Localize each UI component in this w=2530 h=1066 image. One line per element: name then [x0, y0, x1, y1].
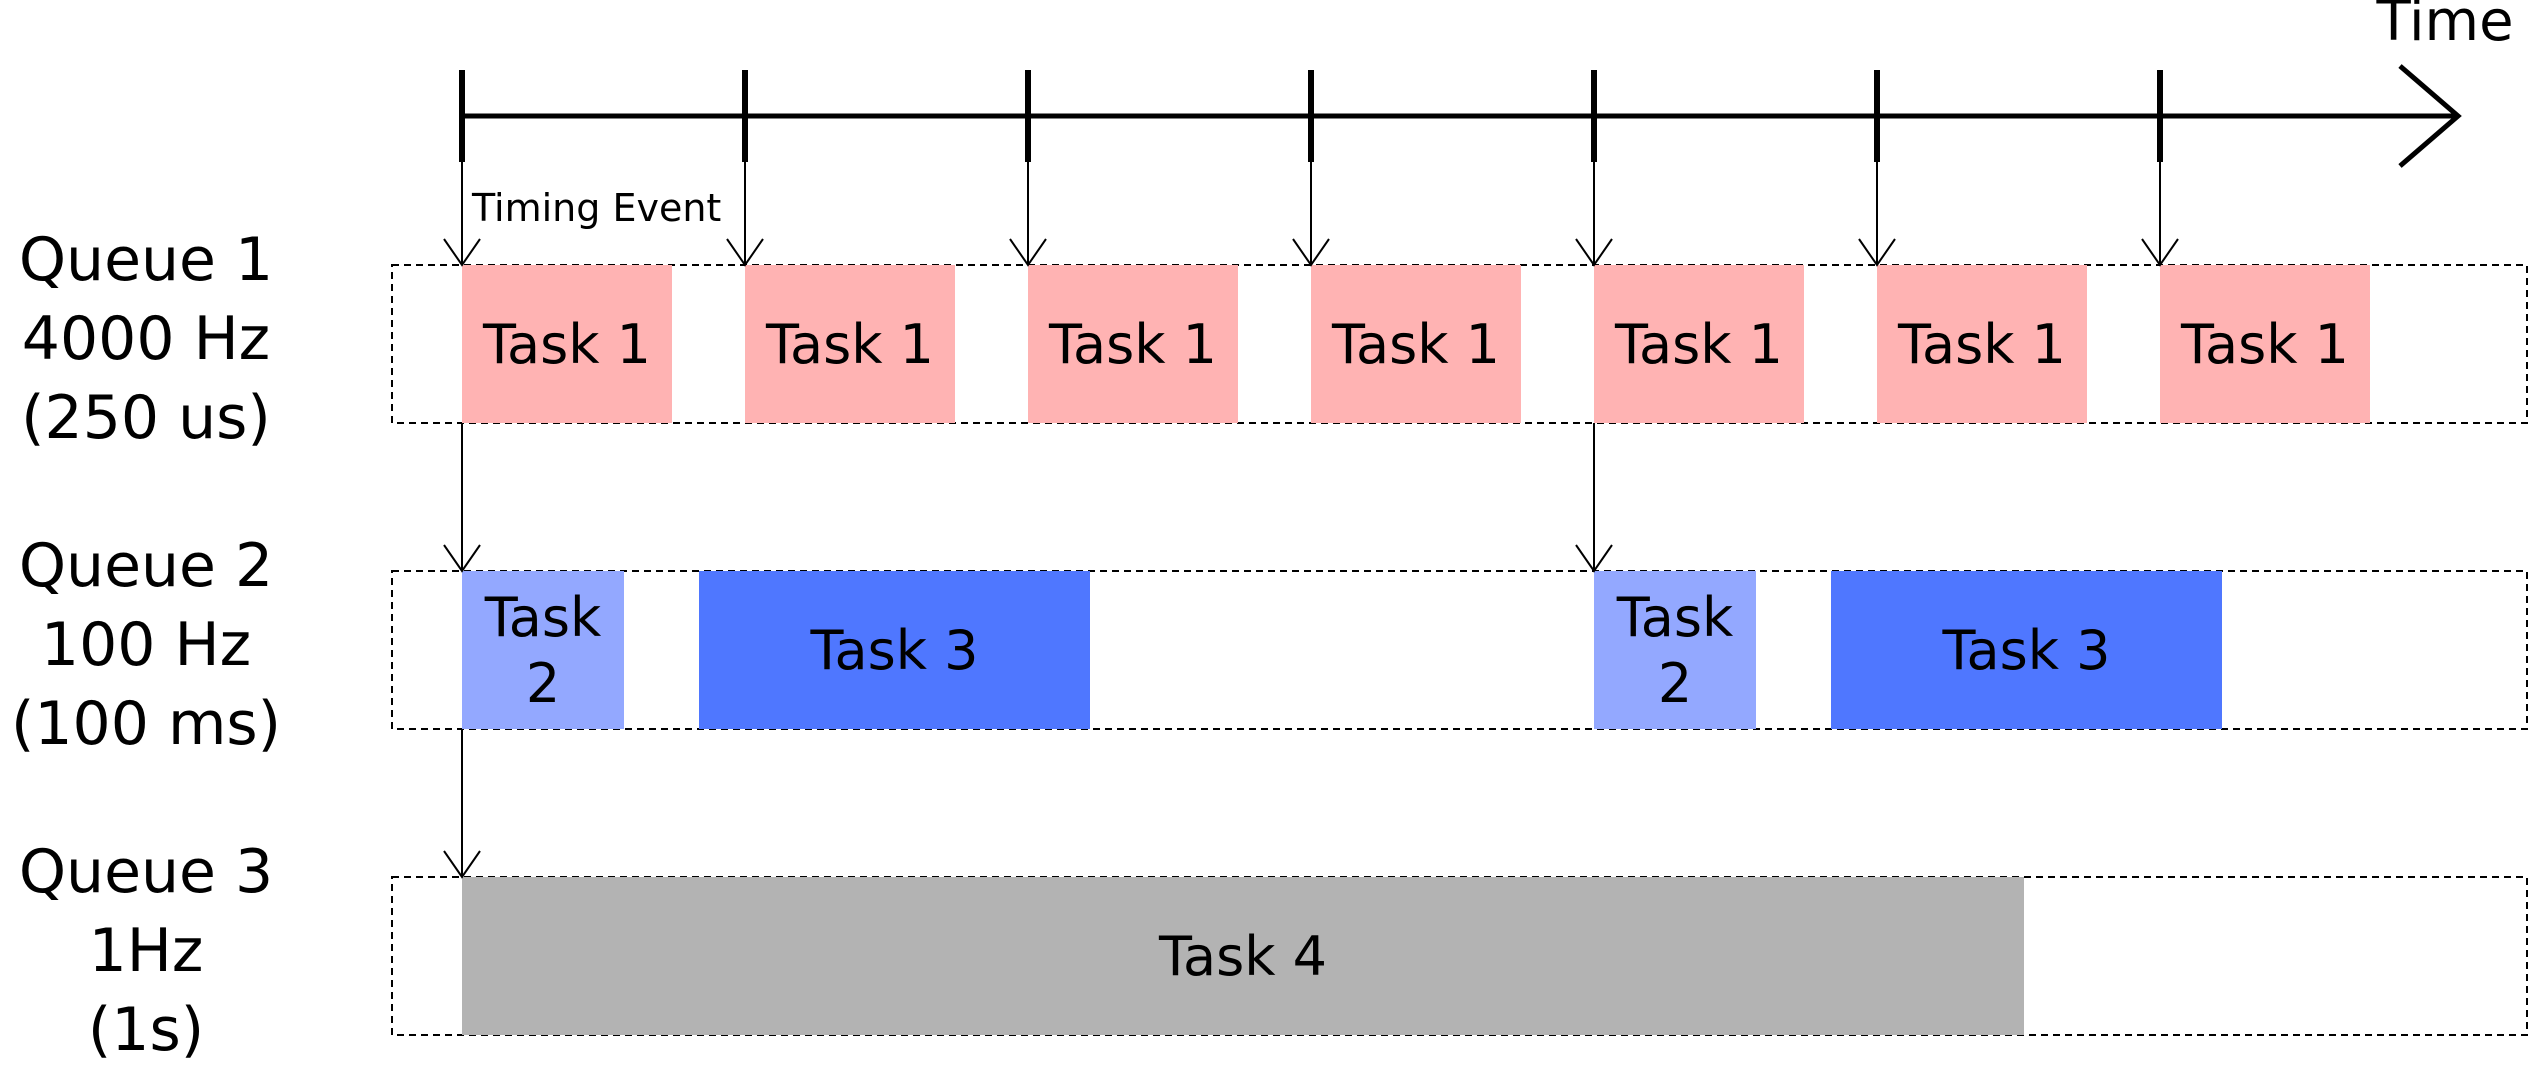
task-label: Task 3 — [1941, 619, 2110, 682]
queue-1-frequency: 4000 Hz — [22, 304, 270, 374]
queue-3-name: Queue 3 — [19, 837, 273, 907]
task-block-fill — [1028, 265, 1238, 423]
queue-3-label: Queue 3 1Hz (1s) — [19, 837, 273, 1065]
timing-event-arrow — [443, 729, 481, 879]
task-label: Task 1 — [1048, 313, 1217, 376]
task-label: Task 1 — [1614, 313, 1783, 376]
task-block-fill — [745, 265, 955, 423]
queue-2-lane — [391, 570, 2528, 730]
queue-1-label: Queue 1 4000 Hz (250 us) — [19, 225, 273, 453]
task-blocks: Task 1 Task 1 Task 1 Task 1 Task 1 Task 1 Task… — [462, 265, 2370, 1035]
time-axis-arrowhead — [2398, 64, 2462, 168]
task-block: Task 1 — [2160, 265, 2370, 423]
task-label: Task 3 — [809, 619, 978, 682]
task-block: Task 1 — [462, 265, 672, 423]
task-label: Task 4 — [1158, 925, 1327, 988]
task-block: Task 4 — [462, 877, 2024, 1035]
task-label: 2 — [526, 652, 560, 715]
timing-event-arrow — [1858, 162, 1896, 267]
task-label: Task 1 — [2180, 313, 2349, 376]
task-block-fill — [1594, 265, 1804, 423]
timing-event-arrow — [726, 162, 764, 267]
queue-2-label: Queue 2 100 Hz (100 ms) — [11, 531, 281, 759]
task-block-fill — [1311, 265, 1521, 423]
task-label: Task — [484, 586, 602, 649]
queue-3-period: (1s) — [88, 995, 204, 1065]
task-block: Task 1 — [745, 265, 955, 423]
task-block: Task 1 — [1877, 265, 2087, 423]
time-axis-label: Time — [2375, 0, 2513, 54]
task-label: Task 1 — [765, 313, 934, 376]
task-label: Task 1 — [1897, 313, 2066, 376]
task-block-fill — [2160, 265, 2370, 423]
task-block-fill — [699, 571, 1090, 729]
task-block-fill — [462, 877, 2024, 1035]
queue-1-name: Queue 1 — [19, 225, 273, 295]
timing-event-arrow — [1009, 162, 1047, 267]
task-block: Task 3 — [1831, 571, 2222, 729]
queue-3-frequency: 1Hz — [89, 916, 204, 986]
time-axis: Time — [459, 0, 2514, 168]
timing-event-arrow — [2141, 162, 2179, 267]
task-label: Task — [1616, 586, 1734, 649]
timing-event-arrow — [1575, 423, 1613, 573]
queue-1-period: (250 us) — [21, 383, 271, 453]
task-block: Task 3 — [699, 571, 1090, 729]
task-block-fill — [462, 265, 672, 423]
queue-2-period: (100 ms) — [11, 689, 281, 759]
task-block-fill — [462, 571, 624, 729]
axis-ticks — [459, 70, 2163, 162]
task-block-fill — [1594, 571, 1756, 729]
task-block-fill — [1831, 571, 2222, 729]
timing-event-arrows — [443, 162, 2179, 879]
timing-event-arrow — [443, 423, 481, 573]
timing-event-label: Timing Event — [471, 186, 721, 230]
timing-event-arrow — [443, 162, 481, 267]
timing-event-arrow — [1575, 162, 1613, 267]
timing-event-arrow — [1292, 162, 1330, 267]
queue-2-frequency: 100 Hz — [41, 610, 251, 680]
task-label: Task 1 — [482, 313, 651, 376]
queue-2-name: Queue 2 — [19, 531, 273, 601]
task-label: 2 — [1658, 652, 1692, 715]
task-block-fill — [1877, 265, 2087, 423]
task-label: Task 1 — [1331, 313, 1500, 376]
task-block: Task 1 — [1594, 265, 1804, 423]
task-block: Task 1 — [1028, 265, 1238, 423]
task-block: Task 1 — [1311, 265, 1521, 423]
